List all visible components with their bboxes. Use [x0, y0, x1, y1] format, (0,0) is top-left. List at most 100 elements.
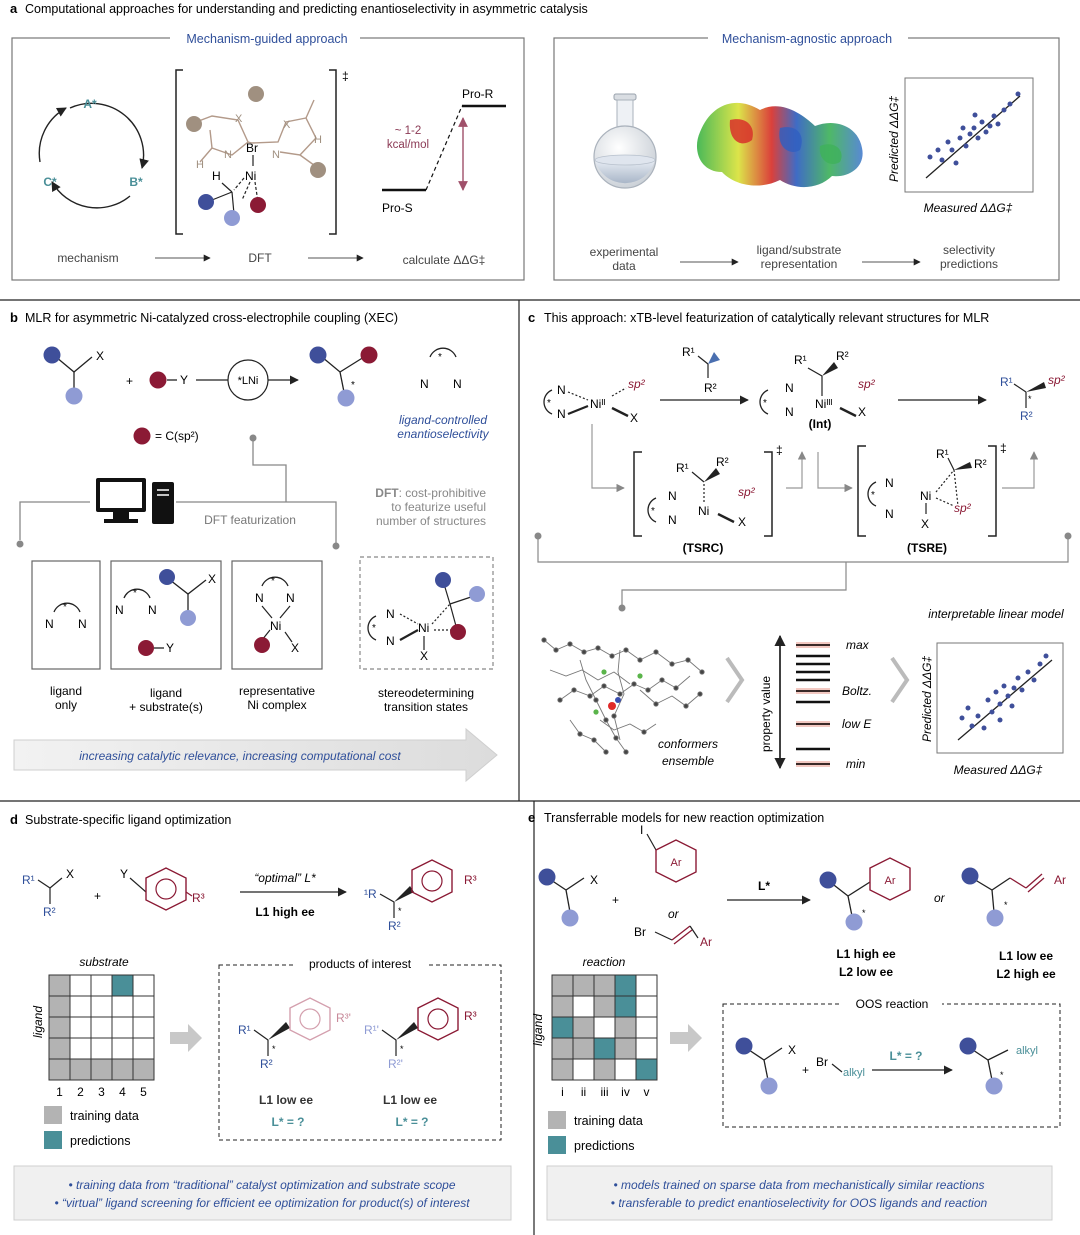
- grid-column-label: 5: [140, 1085, 147, 1099]
- e-p1b: L2 low ee: [839, 965, 893, 979]
- grid-cell: [70, 1017, 91, 1038]
- mechanism-guided-label: Mechanism-guided approach: [186, 32, 347, 46]
- b-box2-n2: N: [148, 603, 157, 617]
- substrate-ball-maroon: [250, 197, 266, 213]
- grid-cell: [636, 975, 657, 996]
- c-n: N: [785, 381, 794, 395]
- ts-h3: H: [212, 169, 221, 183]
- b-x: X: [96, 349, 104, 363]
- c-level-lowe: low E: [842, 717, 872, 731]
- pro-s-label: Pro-S: [382, 201, 413, 215]
- c-x: X: [738, 515, 746, 529]
- d-legend-predictions: predictions: [70, 1134, 130, 1148]
- b-box4-star: *: [372, 623, 376, 634]
- b-arrow-label: increasing catalytic relevance, increasi…: [79, 749, 401, 763]
- c-n: N: [557, 407, 566, 421]
- grid-cell: [636, 1059, 657, 1080]
- plot-a-ylabel: Predicted ΔΔG‡: [887, 96, 901, 182]
- c-r2: R²: [1020, 409, 1033, 423]
- b-enantioselectivity: enantioselectivity: [397, 427, 489, 441]
- b-box3-ni: Ni: [270, 619, 281, 633]
- featurization-tree: [20, 440, 336, 544]
- d-grid-title: substrate: [79, 955, 129, 969]
- b-dft-line3: number of structures: [376, 514, 486, 528]
- grid-cell: [49, 996, 70, 1017]
- flow-mechanism: mechanism: [57, 251, 118, 265]
- grid-cell: [91, 1017, 112, 1038]
- ts-ni: Ni: [245, 169, 256, 183]
- grid-cell: [552, 996, 573, 1017]
- parity-plot-a: Predicted ΔΔG‡ Measured ΔΔG‡: [887, 78, 1033, 215]
- d-note-1: • training data from “traditional” catal…: [68, 1178, 455, 1192]
- grid-cell: [636, 1038, 657, 1059]
- c-x: X: [630, 411, 638, 425]
- flow2-sel1: selectivity: [943, 243, 995, 257]
- xec-reaction: X + Y *LNi * * N N ligand-controlled ena…: [44, 347, 490, 445]
- grid-cell: [552, 1038, 573, 1059]
- c-star: *: [1028, 394, 1032, 404]
- d-x: X: [66, 867, 74, 881]
- cycle-a: A*: [83, 97, 97, 111]
- d-poi-star-b: *: [400, 1044, 404, 1054]
- e-p2b: L2 high ee: [996, 967, 1056, 981]
- e-grid-ylabel: ligand: [531, 1014, 545, 1046]
- grid-cell: [615, 1038, 636, 1059]
- grid-column-label: 2: [77, 1085, 84, 1099]
- phenyl-group-ball: [186, 116, 202, 132]
- b-dft-featurization: DFT featurization: [204, 513, 296, 527]
- mechanism-agnostic-label: Mechanism-agnostic approach: [722, 32, 892, 46]
- grid-cell: [552, 975, 573, 996]
- c-n: N: [668, 489, 677, 503]
- e-oos-alkyl: alkyl: [843, 1067, 865, 1079]
- panel-d: d Substrate-specific ligand optimization…: [10, 812, 511, 1220]
- e-ar-3: Ar: [885, 875, 896, 887]
- ts-br: Br: [246, 141, 258, 155]
- grid-cell: [573, 975, 594, 996]
- grid-cell: [573, 1059, 594, 1080]
- panel-c-title: This approach: xTB-level featurization o…: [544, 311, 989, 325]
- flow2-exp2: data: [612, 259, 636, 273]
- grid-cell: [112, 1059, 133, 1080]
- plot-a-xlabel: Measured ΔΔG‡: [924, 201, 1013, 215]
- panel-b: b MLR for asymmetric Ni-catalyzed cross-…: [10, 310, 497, 781]
- d-legend-training-swatch: [44, 1106, 62, 1124]
- flow2-exp1: experimental: [590, 245, 659, 259]
- ni-iii-int-complex: * N N Niᴵᴵᴵ R¹ R² sp² X (Int): [760, 349, 876, 431]
- grid-cell: [49, 1017, 70, 1038]
- chevron-right-icon: [727, 658, 742, 702]
- b-star: *: [351, 380, 355, 391]
- ts-x1: X: [235, 113, 243, 125]
- grid-cell: [133, 1038, 154, 1059]
- cycle-b: B*: [129, 175, 143, 189]
- b-cap2a: ligand: [150, 686, 182, 700]
- catalytic-cycle: A* B* C*: [39, 97, 143, 208]
- panel-b-letter: b: [10, 310, 18, 325]
- ts-n2: N: [272, 149, 280, 161]
- flow2-rep2: representation: [761, 257, 838, 271]
- ts-dagger: ‡: [342, 69, 349, 83]
- e-i: I: [640, 823, 643, 837]
- d-r3: R³: [192, 891, 205, 905]
- e-ar-4: Ar: [1054, 873, 1066, 887]
- c-r1: R¹: [1000, 375, 1013, 389]
- panel-e-title: Transferrable models for new reaction op…: [544, 811, 824, 825]
- panel-b-title: MLR for asymmetric Ni-catalyzed cross-el…: [25, 311, 398, 325]
- e-oos-x: X: [788, 1043, 796, 1057]
- e-grid-title: reaction: [583, 955, 626, 969]
- d-poi-r3p: R³': [336, 1011, 351, 1025]
- c-r2: R²: [836, 349, 849, 363]
- b-box2-star: *: [133, 588, 137, 599]
- c-ni2: Niᴵᴵ: [590, 397, 605, 411]
- d-legend-training: training data: [70, 1109, 139, 1123]
- electrostatic-surface-image: [697, 103, 863, 187]
- grid-column-label: 3: [98, 1085, 105, 1099]
- grid-cell: [615, 1017, 636, 1038]
- c-plot-ylabel: Predicted ΔΔG‡: [920, 656, 934, 742]
- c-ni3: Niᴵᴵᴵ: [815, 397, 832, 411]
- grid-cell: [91, 975, 112, 996]
- ts-h1: H: [196, 159, 204, 171]
- d-poi-title: products of interest: [309, 957, 412, 971]
- grid-cell: [615, 975, 636, 996]
- e-p1a: L1 high ee: [836, 947, 896, 961]
